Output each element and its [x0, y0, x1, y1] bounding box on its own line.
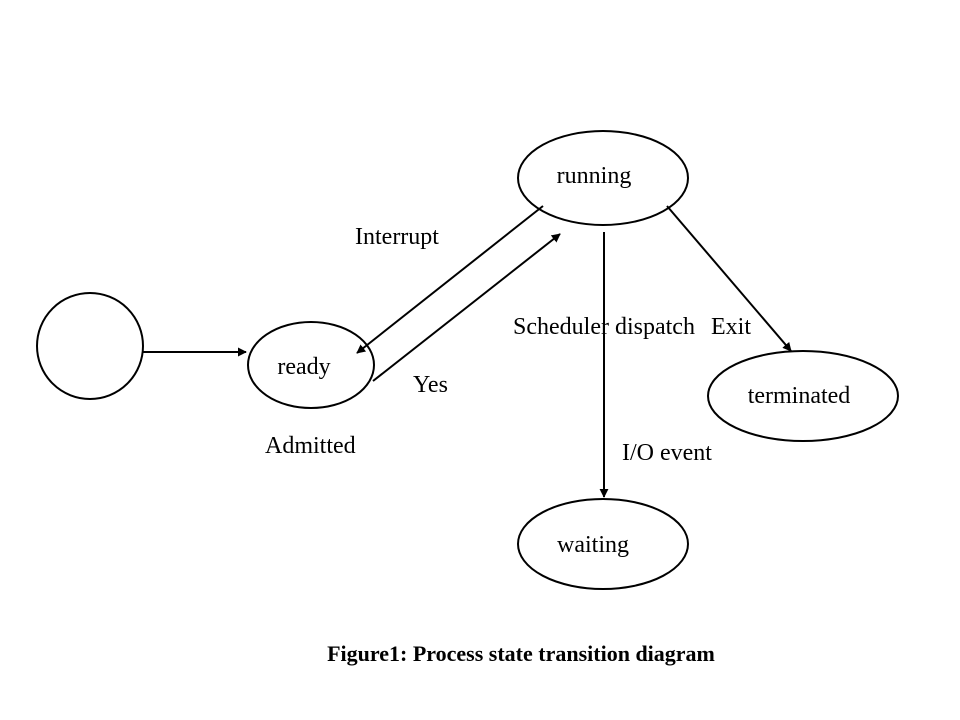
ready-node: ready: [247, 321, 375, 409]
edge-ready-to-running-yes: [372, 233, 561, 382]
admitted-label: Admitted: [265, 433, 356, 459]
terminated-label: terminated: [748, 383, 851, 409]
start-node: [36, 292, 144, 400]
edge-running-to-ready-interrupt: [356, 205, 544, 354]
edge-running-to-terminated-exit: [666, 205, 792, 352]
waiting-node: waiting: [517, 498, 689, 590]
running-node: running: [517, 130, 689, 226]
waiting-label: waiting: [557, 532, 629, 558]
ready-label: ready: [277, 354, 330, 380]
yes-label: Yes: [413, 372, 448, 398]
scheduler-dispatch-label: Scheduler dispatch: [513, 314, 695, 340]
io-event-label: I/O event: [622, 440, 712, 466]
running-label: running: [557, 163, 632, 189]
interrupt-label: Interrupt: [355, 224, 439, 250]
exit-label: Exit: [711, 314, 751, 340]
terminated-node: terminated: [707, 350, 899, 442]
figure-caption: Figure1: Process state transition diagra…: [327, 641, 715, 666]
